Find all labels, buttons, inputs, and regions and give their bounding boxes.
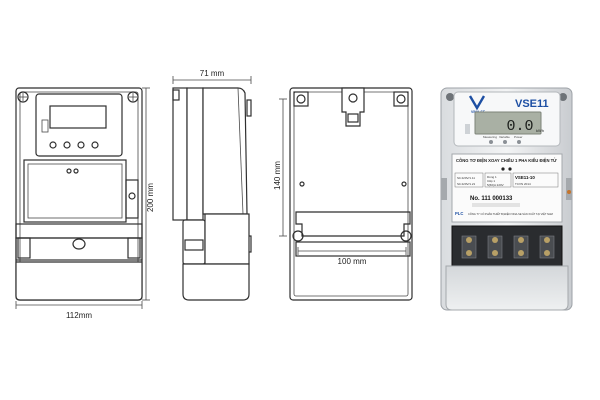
terminal-clip: [127, 237, 141, 259]
screw-icon: [66, 168, 72, 174]
type-code: VSE11-10: [515, 175, 535, 180]
back-terminal-band: [295, 241, 411, 257]
side-terminal-screw: [184, 239, 204, 251]
side-view: 71 mm: [172, 69, 252, 301]
hanger-hole: [348, 93, 358, 103]
lcd-unit: kWh: [536, 128, 544, 133]
side-terminal-housing: [204, 213, 250, 265]
terminal-slot: [461, 235, 477, 259]
lcd-reading: 0.0: [506, 118, 533, 135]
mount-hole: [401, 181, 407, 187]
hanger-slot: [347, 113, 359, 123]
nameplate-dot: [508, 167, 512, 171]
spec-text: TCVN 2014: [515, 182, 531, 186]
indicator-led: [91, 141, 99, 149]
nameplate-title: CÔNG TƠ ĐIỆN XOAY CHIỀU 1 PHA KIỂU ĐIỆN …: [456, 158, 557, 163]
mount-height-dimension-label: 140 mm: [273, 161, 282, 190]
spec-text: Số 220V/1.11: [457, 176, 475, 180]
front-lcd-window: [49, 105, 107, 129]
terminal-slot: [487, 235, 503, 259]
seal-screw: [567, 190, 571, 194]
indicator-label: Power: [514, 135, 523, 139]
back-terminal-window: [295, 211, 411, 237]
terminal-screw: [466, 250, 472, 256]
side-hook: [172, 89, 180, 101]
side-spacer: [186, 87, 204, 221]
side-terminal-block: [182, 219, 206, 265]
indicator-led: [517, 140, 521, 144]
back-corner-bracket: [393, 91, 409, 107]
screw-icon: [446, 93, 454, 101]
width-dimension-label: 112mm: [66, 311, 92, 320]
screw-icon: [73, 168, 79, 174]
indicator-label: Variable: [499, 135, 510, 139]
terminal-screw: [466, 237, 472, 243]
side-clip: [566, 178, 572, 200]
side-clip: [441, 178, 447, 200]
product-photo: VINA-SE VSE11 0.0 kWh Measuring Variable…: [440, 87, 573, 311]
front-label-slot: [41, 119, 49, 133]
brand-logo-icon: [468, 95, 486, 111]
terminal-slot: [513, 235, 529, 259]
spec-text: 5(60)A 220V: [487, 183, 504, 187]
mount-hole: [299, 181, 305, 187]
screw-icon: [396, 94, 406, 104]
terminal-screw: [518, 237, 524, 243]
screw-icon: [400, 230, 412, 242]
nameplate-footer: CÔNG TY CỔ PHẦN THIẾT BỊ ĐIỆN VINA-SE SẢ…: [468, 211, 553, 216]
front-cavity-inner: [27, 163, 123, 219]
indicator-led: [49, 141, 57, 149]
lcd-screen: [474, 111, 542, 135]
seal-hole: [72, 238, 86, 250]
front-display-panel: [35, 93, 123, 157]
spec-text: Số 220V/1.21: [457, 182, 476, 186]
indicator-led: [503, 140, 507, 144]
spec-text: Dòng 1: [487, 175, 497, 179]
terminal-cover-band: [15, 237, 143, 261]
side-bottom-cover: [182, 263, 250, 301]
terminal-clip: [17, 237, 31, 259]
terminal-screw: [492, 250, 498, 256]
front-bottom-cover: [15, 261, 143, 301]
depth-dimension-label: 71 mm: [200, 69, 225, 78]
screw-icon: [17, 91, 29, 103]
logo-tag: PLC: [455, 211, 463, 216]
side-latch: [125, 179, 139, 219]
terminal-slot: [539, 235, 555, 259]
spec-box: [512, 172, 559, 188]
mount-width-dimension-label: 100 mm: [338, 257, 367, 266]
indicator-label: Measuring: [483, 135, 497, 139]
nameplate-dot: [501, 167, 505, 171]
side-base-plate: [172, 87, 188, 221]
optical-port: [465, 124, 470, 134]
screw-icon: [296, 94, 306, 104]
spec-box: [484, 172, 512, 188]
side-clip: [246, 99, 252, 117]
screw-icon: [292, 230, 304, 242]
terminal-cover: [445, 265, 569, 311]
terminal-screw: [518, 250, 524, 256]
side-housing: [202, 87, 248, 215]
screw-icon: [128, 192, 136, 200]
serial-band: [472, 203, 520, 207]
serial-number: No. 111 000133: [470, 196, 513, 202]
terminal-screw: [492, 237, 498, 243]
front-view: 200 mm 112mm: [15, 87, 155, 320]
spec-text: Cấp 1: [487, 179, 495, 183]
back-view: 140 mm 100 mm: [273, 87, 413, 301]
spec-box: [454, 172, 484, 188]
indicator-led: [77, 141, 85, 149]
indicator-led: [489, 140, 493, 144]
screw-icon: [127, 91, 139, 103]
indicator-led: [63, 141, 71, 149]
back-corner-bracket: [293, 91, 309, 107]
terminal-screw: [544, 237, 550, 243]
nameplate: [451, 153, 563, 223]
height-dimension-label: 200 mm: [146, 183, 155, 212]
terminal-screw: [544, 250, 550, 256]
screw-icon: [559, 93, 567, 101]
model-name: VSE11: [515, 98, 549, 110]
